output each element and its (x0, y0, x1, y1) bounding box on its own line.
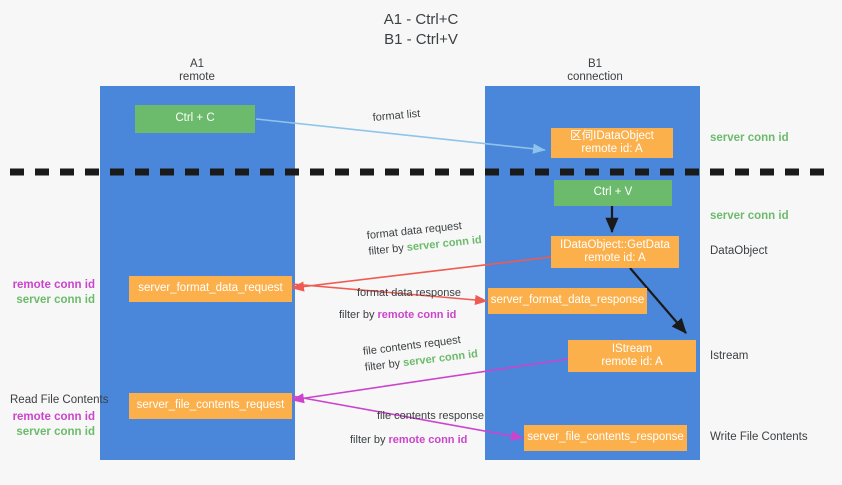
node-istream[interactable]: IStream remote id: A (568, 340, 696, 372)
node-istream-label: IStream (611, 342, 653, 355)
edge-label-file-contents-response-text: file contents response (377, 410, 485, 422)
node-server-file-contents-response[interactable]: server_file_contents_response (524, 425, 687, 451)
node-server-format-data-request-label: server_format_data_request (138, 282, 283, 295)
filter-target-remote-conn-id: remote conn id (388, 434, 468, 446)
filter-prefix: filter by (367, 241, 408, 258)
node-ctrl-v[interactable]: Ctrl + V (554, 180, 672, 206)
column-header-b1-name: B1 (587, 58, 603, 70)
edge-label-file-contents-response-filter: filter by remote conn id (350, 432, 484, 448)
column-header-b1: B1 connection (530, 58, 660, 84)
edge-label-format-data-response: format data response filter by remote co… (339, 285, 461, 323)
filter-prefix: filter by (339, 309, 378, 321)
node-ole-idataobject[interactable]: 区伺IDataObject remote id: A (551, 128, 673, 158)
node-server-format-data-response[interactable]: server_format_data_response (488, 288, 647, 314)
annotation-right-server-conn-id-1: server conn id (710, 132, 789, 144)
column-header-a1-role: remote (179, 71, 215, 83)
node-istream-sub: remote id: A (601, 356, 663, 368)
annotation-left-remote-conn-id-2: remote conn id (12, 411, 95, 423)
node-ole-idataobject-label: 区伺IDataObject (570, 129, 654, 142)
annotation-right-dataobject: DataObject (710, 245, 768, 257)
annotation-left-conn-ids-1: remote conn id server conn id (10, 278, 95, 308)
node-server-file-contents-request-label: server_file_contents_request (136, 399, 285, 412)
title-line-2: B1 - Ctrl+V (384, 31, 458, 48)
node-server-file-contents-response-label: server_file_contents_response (527, 431, 684, 444)
node-ole-idataobject-sub: remote id: A (581, 143, 643, 155)
edge-label-file-contents-request: file contents request filter by server c… (362, 330, 479, 376)
edge-label-format-data-response-filter: filter by remote conn id (339, 307, 461, 323)
node-server-format-data-response-label: server_format_data_response (490, 294, 645, 307)
node-idataobject-getdata-label: IDataObject::GetData (560, 238, 670, 251)
annotation-left-server-conn-id-2: server conn id (16, 426, 95, 438)
filter-target-remote-conn-id: remote conn id (377, 309, 457, 321)
edge-label-format-list-text: format list (372, 107, 421, 124)
annotation-left-remote-conn-id-1: remote conn id (12, 279, 95, 291)
annotation-left-conn-ids-2: remote conn id server conn id (10, 410, 95, 440)
node-server-file-contents-request[interactable]: server_file_contents_request (129, 393, 292, 419)
column-header-a1: A1 remote (132, 58, 262, 84)
edge-label-format-data-request: format data request filter by server con… (366, 216, 482, 260)
column-header-a1-name: A1 (189, 58, 205, 70)
annotation-right-write-file-contents: Write File Contents (710, 431, 808, 443)
title-line-1: A1 - Ctrl+C (383, 11, 459, 28)
node-server-format-data-request[interactable]: server_format_data_request (129, 276, 292, 302)
node-ctrl-c-label: Ctrl + C (175, 112, 215, 125)
filter-prefix: filter by (364, 357, 404, 374)
edge-label-format-list: format list (372, 106, 421, 126)
column-header-b1-role: connection (567, 71, 623, 83)
edge-label-file-contents-response: file contents response filter by remote … (350, 408, 485, 448)
annotation-right-istream: Istream (710, 350, 749, 362)
edge-label-format-data-response-text: format data response (357, 287, 461, 299)
annotation-right-server-conn-id-2: server conn id (710, 210, 789, 222)
annotation-left-read-file-contents: Read File Contents (10, 394, 109, 406)
node-idataobject-getdata[interactable]: IDataObject::GetData remote id: A (551, 236, 679, 268)
node-idataobject-getdata-sub: remote id: A (584, 252, 646, 264)
page-title: A1 - Ctrl+C B1 - Ctrl+V (0, 10, 842, 50)
node-ctrl-v-label: Ctrl + V (593, 186, 633, 199)
filter-prefix: filter by (350, 434, 389, 446)
node-ctrl-c[interactable]: Ctrl + C (135, 105, 255, 133)
annotation-left-server-conn-id-1: server conn id (16, 294, 95, 306)
